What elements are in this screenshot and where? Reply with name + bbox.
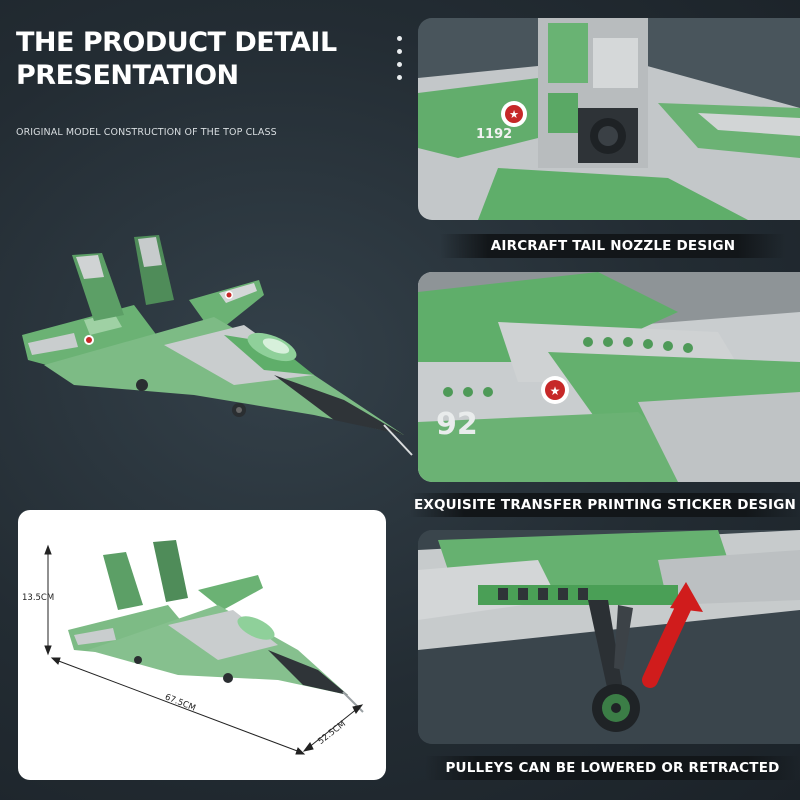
dimension-card: 13.5CM 67.5CM 52.5CM: [18, 510, 386, 780]
title-line-2: PRESENTATION: [16, 60, 239, 91]
svg-text:★: ★: [509, 108, 519, 121]
subtitle: ORIGINAL MODEL CONSTRUCTION OF THE TOP C…: [16, 127, 277, 138]
printed-number: 92: [436, 407, 478, 442]
height-dimension: 13.5CM: [22, 593, 55, 603]
main-jet-illustration: [22, 235, 413, 456]
svg-text:★: ★: [550, 384, 561, 398]
title-line-1: THE PRODUCT DETAIL: [16, 27, 337, 58]
landing-gear-image: [418, 530, 800, 744]
page-title: THE PRODUCT DETAIL PRESENTATION: [16, 26, 337, 92]
tail-nozzle-panel: ★ 1192: [418, 18, 800, 220]
tail-number: 1192: [476, 127, 512, 142]
sticker-image: ★ 92: [418, 272, 800, 482]
decorative-dots: [394, 36, 404, 88]
caption-sticker: EXQUISITE TRANSFER PRINTING STICKER DESI…: [410, 493, 800, 517]
dimension-arrow-icon: [44, 544, 364, 755]
caption-tail-nozzle: AIRCRAFT TAIL NOZZLE DESIGN: [440, 234, 786, 258]
dimension-jet-illustration: [44, 540, 364, 755]
caption-landing-gear: PULLEYS CAN BE LOWERED OR RETRACTED: [425, 756, 800, 780]
sticker-panel: ★ 92: [418, 272, 800, 482]
tail-nozzle-image: ★ 1192: [418, 18, 800, 220]
landing-gear-panel: [418, 530, 800, 744]
red-curved-arrow-icon: [642, 594, 694, 688]
